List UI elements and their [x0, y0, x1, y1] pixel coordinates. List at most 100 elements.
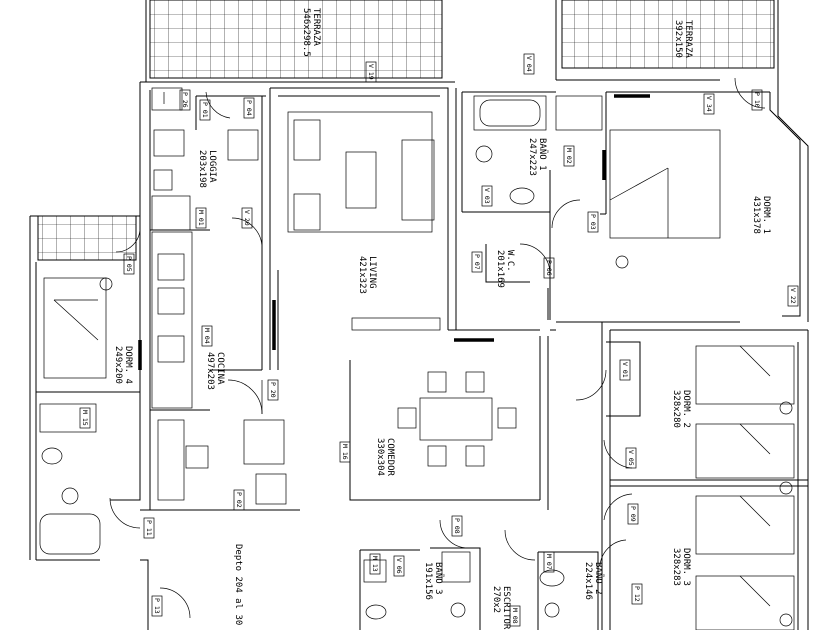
- svg-text:P 06: P 06: [545, 260, 553, 276]
- svg-text:LOGGIA: LOGGIA: [207, 150, 217, 183]
- tag-m08: M 08: [509, 605, 521, 627]
- svg-text:COCINA: COCINA: [215, 352, 225, 385]
- bathtub-bano-1: [473, 95, 603, 205]
- bath-dorm-4: [39, 403, 101, 555]
- tag-v01: V 01: [619, 359, 631, 381]
- tag-p03: P 03: [587, 211, 599, 233]
- svg-text:546x298.5: 546x298.5: [301, 8, 311, 57]
- room-label-bano-1: BAÑO 1 247x223: [527, 138, 548, 176]
- tag-v06: V 06: [393, 555, 405, 577]
- svg-text:V 19: V 19: [367, 64, 375, 80]
- bed-dorm-1: [609, 129, 721, 269]
- svg-text:BAÑO 1: BAÑO 1: [537, 138, 548, 171]
- svg-text:P 09: P 09: [629, 506, 637, 522]
- room-label-dorm-2: DORM. 2 328x280: [671, 390, 691, 428]
- svg-text:247x223: 247x223: [527, 138, 537, 176]
- room-label-escritorio: ESCRITOR 270x2: [491, 586, 511, 630]
- svg-text:ESCRITOR: ESCRITOR: [501, 586, 511, 630]
- tag-v22: V 22: [787, 285, 799, 307]
- room-label-terraza-1: TERRAZA 546x298.5: [301, 8, 321, 57]
- tag-p10: P 10: [751, 89, 763, 111]
- tag-p12: P 12: [631, 583, 643, 605]
- tag-v03: V 03: [481, 185, 493, 207]
- svg-text:V 34: V 34: [705, 96, 713, 112]
- svg-text:203x198: 203x198: [197, 150, 207, 188]
- tag-v05: V 05: [625, 447, 637, 469]
- svg-text:P 01: P 01: [201, 102, 209, 118]
- svg-text:P 04: P 04: [245, 100, 253, 116]
- svg-text:DORM. 2: DORM. 2: [681, 390, 691, 428]
- svg-text:201x169: 201x169: [495, 250, 505, 288]
- room-label-loggia: LOGGIA 203x198: [197, 150, 217, 188]
- terrace-1-tiles: [140, 0, 455, 83]
- tag-p05: P 05: [123, 253, 135, 275]
- room-label-cocina: COCINA 497x203: [205, 352, 225, 390]
- svg-text:M 16: M 16: [341, 444, 349, 460]
- svg-text:P 03: P 03: [589, 214, 597, 230]
- tag-m15: M 15: [79, 407, 91, 429]
- svg-text:V 03: V 03: [483, 188, 491, 204]
- room-label-living: LIVING 421x323: [357, 256, 377, 294]
- tag-m07: M 07: [543, 551, 555, 573]
- svg-text:191x156: 191x156: [423, 562, 433, 600]
- svg-text:DORM. 3: DORM. 3: [681, 548, 691, 586]
- dining-table-set: [351, 317, 517, 467]
- svg-text:249x200: 249x200: [113, 346, 123, 384]
- svg-text:431x378: 431x378: [751, 196, 761, 234]
- unit-label: Depto 204 al 30: [233, 544, 243, 625]
- kitchen-table: [157, 419, 287, 505]
- tag-v19: V 19: [365, 61, 377, 83]
- living-sofa-set: [287, 111, 435, 233]
- svg-text:V 22: V 22: [789, 288, 797, 304]
- tag-p02: P 02: [233, 489, 245, 511]
- door-swings: [109, 77, 766, 619]
- svg-text:DORM. 4: DORM. 4: [123, 346, 133, 384]
- tag-p08: P 08: [451, 515, 463, 537]
- svg-text:497x203: 497x203: [205, 352, 215, 390]
- svg-text:P 12: P 12: [633, 586, 641, 602]
- beds-dorm-3: [695, 495, 795, 630]
- tag-v04: V 04: [523, 53, 535, 75]
- room-label-wc: W.C. 201x169: [495, 250, 515, 288]
- tag-m13: M 13: [369, 553, 381, 575]
- svg-text:224x146: 224x146: [583, 562, 593, 600]
- tag-m04: M 04: [201, 325, 213, 347]
- room-label-bano-2: BAÑO 2 224x146: [583, 562, 604, 600]
- room-label-comedor: COMEDOR 330x304: [375, 438, 395, 477]
- svg-text:LIVING: LIVING: [367, 256, 377, 289]
- svg-text:TERRAZA: TERRAZA: [311, 8, 321, 47]
- svg-text:TERRAZA: TERRAZA: [683, 20, 693, 59]
- room-label-dorm-4: DORM. 4 249x200: [113, 346, 133, 384]
- tag-p09: P 09: [627, 503, 639, 525]
- svg-text:M 04: M 04: [203, 328, 211, 344]
- svg-text:328x280: 328x280: [671, 390, 681, 428]
- kitchen-counter: [151, 129, 259, 409]
- svg-text:BAÑO 3: BAÑO 3: [433, 562, 444, 595]
- room-label-dorm-1: DORM. 1 431x378: [751, 196, 771, 234]
- tag-p04: P 04: [243, 97, 255, 119]
- svg-text:P 13: P 13: [153, 598, 161, 614]
- svg-text:P 20: P 20: [269, 382, 277, 398]
- tag-p07: P 07: [471, 251, 483, 273]
- svg-text:V 06: V 06: [395, 558, 403, 574]
- terrace-2-tiles: [555, 0, 779, 80]
- bed-dorm-4: [43, 277, 113, 379]
- room-label-terraza-2: TERRAZA 392x150: [673, 20, 693, 59]
- beds-dorm-2: [695, 345, 795, 495]
- svg-text:V 04: V 04: [525, 56, 533, 72]
- tag-p26: P 26: [179, 89, 191, 111]
- svg-text:330x304: 330x304: [375, 438, 385, 476]
- svg-text:M 08: M 08: [511, 608, 519, 624]
- tag-p11: P 11: [143, 517, 155, 539]
- svg-text:392x150: 392x150: [673, 20, 683, 58]
- svg-text:V 05: V 05: [627, 450, 635, 466]
- svg-text:P 08: P 08: [453, 518, 461, 534]
- tag-p20: P 20: [267, 379, 279, 401]
- svg-text:M 13: M 13: [371, 556, 379, 572]
- room-label-bano-3: BAÑO 3 191x156: [423, 562, 444, 600]
- svg-text:M 07: M 07: [545, 554, 553, 570]
- svg-text:V 01: V 01: [621, 362, 629, 378]
- tag-m01: M 01: [195, 207, 207, 229]
- svg-text:421x323: 421x323: [357, 256, 367, 294]
